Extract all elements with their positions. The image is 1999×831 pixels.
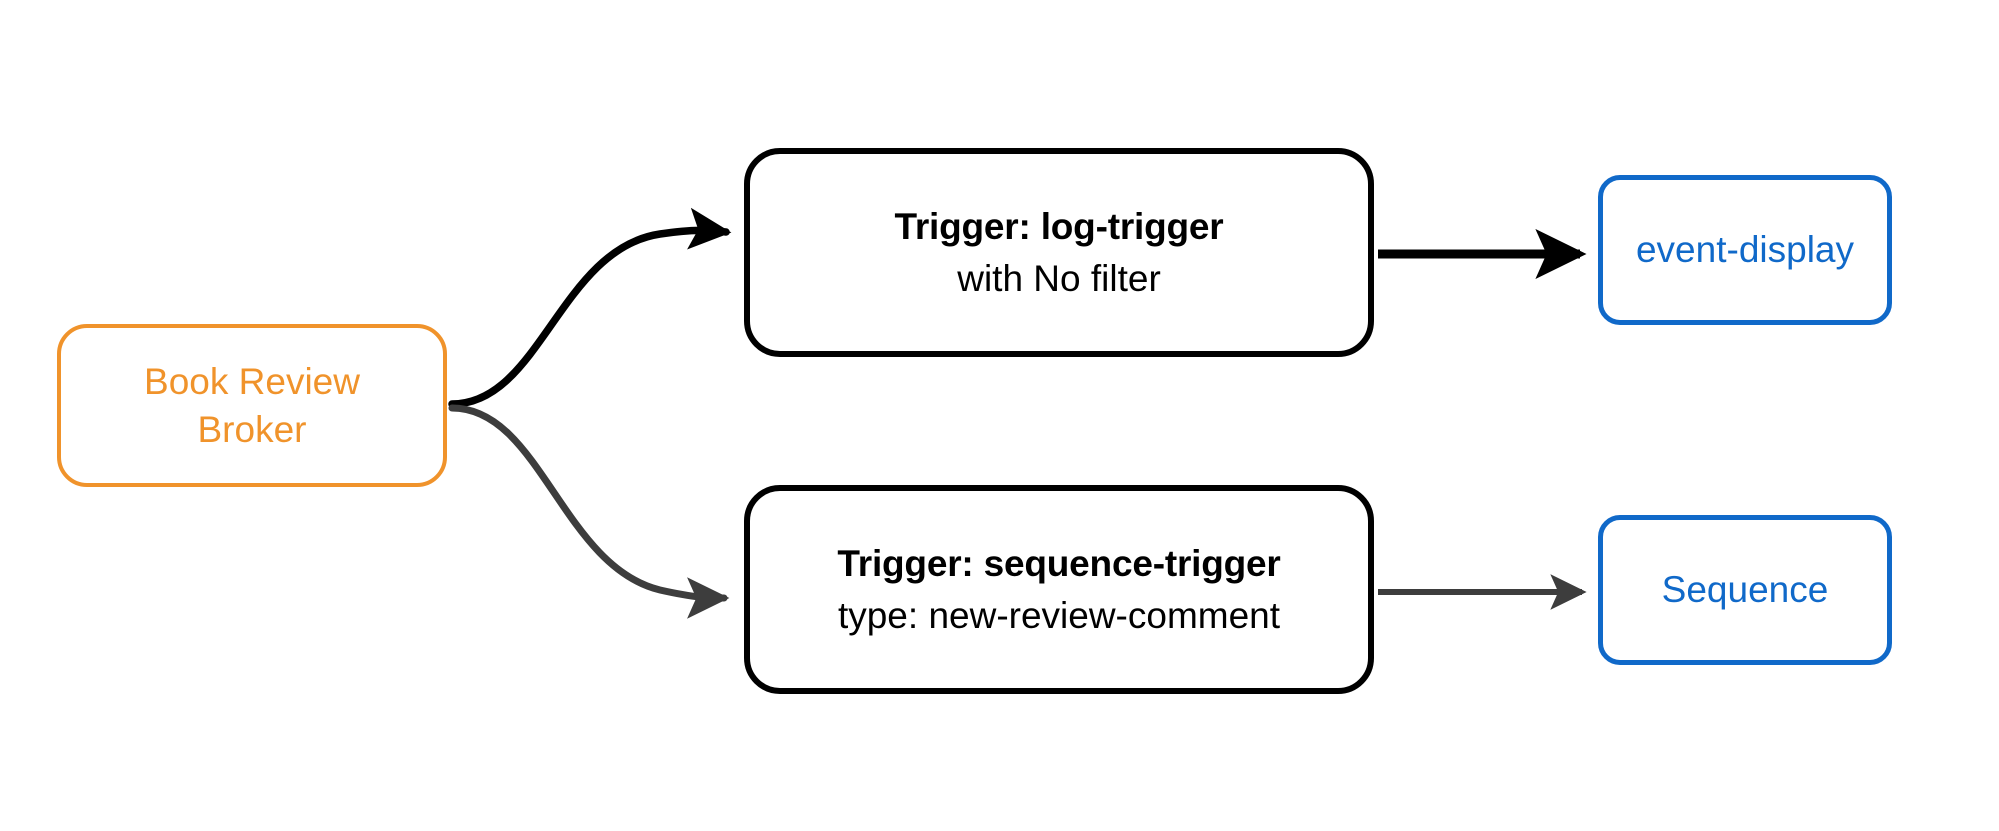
node-trigger-log-trigger[interactable]: Trigger: log-trigger with No filter xyxy=(744,148,1374,357)
node-sequence[interactable]: Sequence xyxy=(1598,515,1892,665)
trigger-log-subtitle: with No filter xyxy=(957,258,1161,299)
edge-broker-to-log-trigger xyxy=(448,207,732,408)
trigger-sequence-title: Trigger: sequence-trigger xyxy=(837,542,1281,584)
edge-broker-to-sequence-trigger xyxy=(448,404,730,619)
broker-label-line1: Book Review xyxy=(144,361,360,403)
broker-label-line2: Broker xyxy=(197,408,307,450)
sequence-label: Sequence xyxy=(1661,569,1829,611)
event-display-label: event-display xyxy=(1635,229,1854,271)
trigger-sequence-subtitle: type: new-review-comment xyxy=(837,595,1281,636)
trigger-log-title: Trigger: log-trigger xyxy=(894,205,1224,247)
node-event-display[interactable]: event-display xyxy=(1598,175,1892,325)
node-book-review-broker[interactable]: Book Review Broker xyxy=(57,324,447,487)
node-trigger-sequence-trigger[interactable]: Trigger: sequence-trigger type: new-revi… xyxy=(744,485,1374,694)
